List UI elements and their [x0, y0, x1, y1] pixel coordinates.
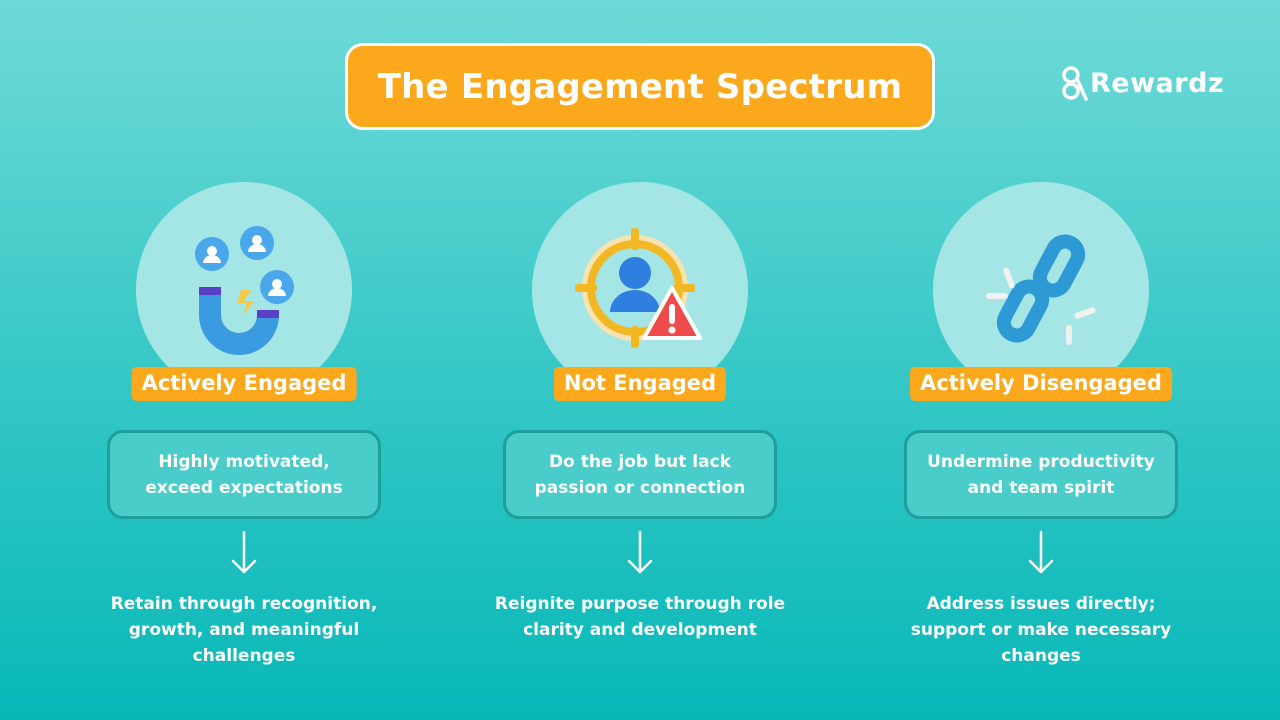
magnet-people-icon: [195, 226, 294, 355]
column-not-engaged: Not Engaged Do the job but lack passion …: [440, 0, 840, 720]
icon-circle: [532, 182, 748, 398]
column-actively-disengaged: Actively Disengaged Undermine productivi…: [841, 0, 1241, 720]
title-banner: The Engagement Spectrum: [345, 43, 935, 130]
description-box: Do the job but lack passion or connectio…: [503, 430, 777, 519]
action-text: Reignite purpose through role clarity an…: [494, 594, 786, 640]
icon-circle: [933, 182, 1149, 398]
action-text: Retain through recognition, growth, and …: [110, 594, 378, 666]
logo-mark-icon: [1062, 66, 1088, 101]
action-text: Address issues directly; support or make…: [910, 594, 1172, 666]
category-label: Actively Engaged: [131, 367, 357, 401]
arrow-down-icon: [627, 530, 653, 574]
arrow-down-icon: [231, 530, 257, 574]
description-text: Undermine productivity and team spirit: [927, 451, 1155, 498]
column-actively-engaged: Actively Engaged Highly motivated, excee…: [44, 0, 444, 720]
target-warning-icon: [575, 228, 702, 348]
page-title: The Engagement Spectrum: [377, 66, 903, 107]
brand-logo: Rewardz: [1062, 62, 1224, 104]
icon-circle: [136, 182, 352, 398]
arrow-down-icon: [1028, 530, 1054, 574]
description-box: Undermine productivity and team spirit: [904, 430, 1178, 519]
description-text: Do the job but lack passion or connectio…: [534, 451, 746, 498]
category-label: Not Engaged: [553, 367, 727, 401]
broken-link-icon: [986, 234, 1096, 345]
description-text: Highly motivated, exceed expectations: [145, 451, 343, 498]
category-label: Actively Disengaged: [910, 367, 1172, 401]
description-box: Highly motivated, exceed expectations: [107, 430, 381, 519]
brand-name: Rewardz: [1090, 67, 1225, 99]
